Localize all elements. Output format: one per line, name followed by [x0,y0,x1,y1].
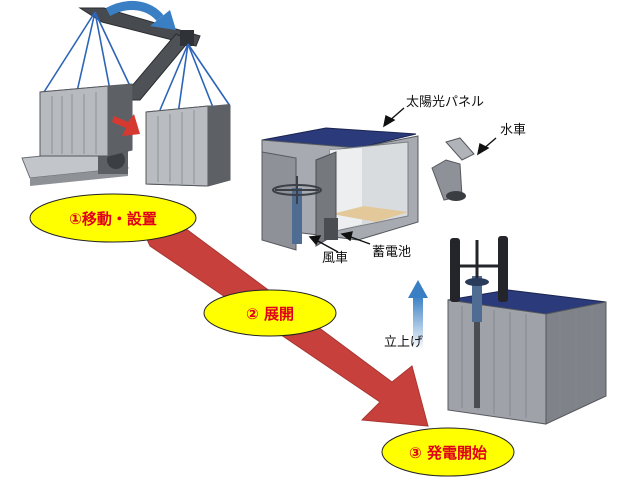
wind-turbine-label: 風車 [322,251,348,266]
container-icon [145,104,231,187]
crane-truck-icon [21,0,231,187]
generating-container-illustration [408,236,607,425]
step-1-badge: ①移動・設置 [29,193,197,243]
step-1-label: ①移動・設置 [69,210,157,228]
raise-label: 立上げ [384,335,423,350]
step-2-label: ② 展開 [246,305,294,323]
solar-panel-label: 太陽光パネル [406,95,484,110]
wind-turbine-icon [450,236,508,322]
step-2-badge: ② 展開 [203,289,337,337]
wind-turbine-icon [272,176,322,244]
step-3-badge: ③ 発電開始 [381,427,515,477]
water-wheel-label: 水車 [500,123,526,138]
step-3-label: ③ 発電開始 [409,444,487,462]
battery-icon [324,218,338,240]
raise-arrow [413,296,423,350]
water-wheel-icon [431,137,475,201]
opened-container-illustration [261,107,497,253]
battery-label: 蓄電池 [372,245,411,260]
